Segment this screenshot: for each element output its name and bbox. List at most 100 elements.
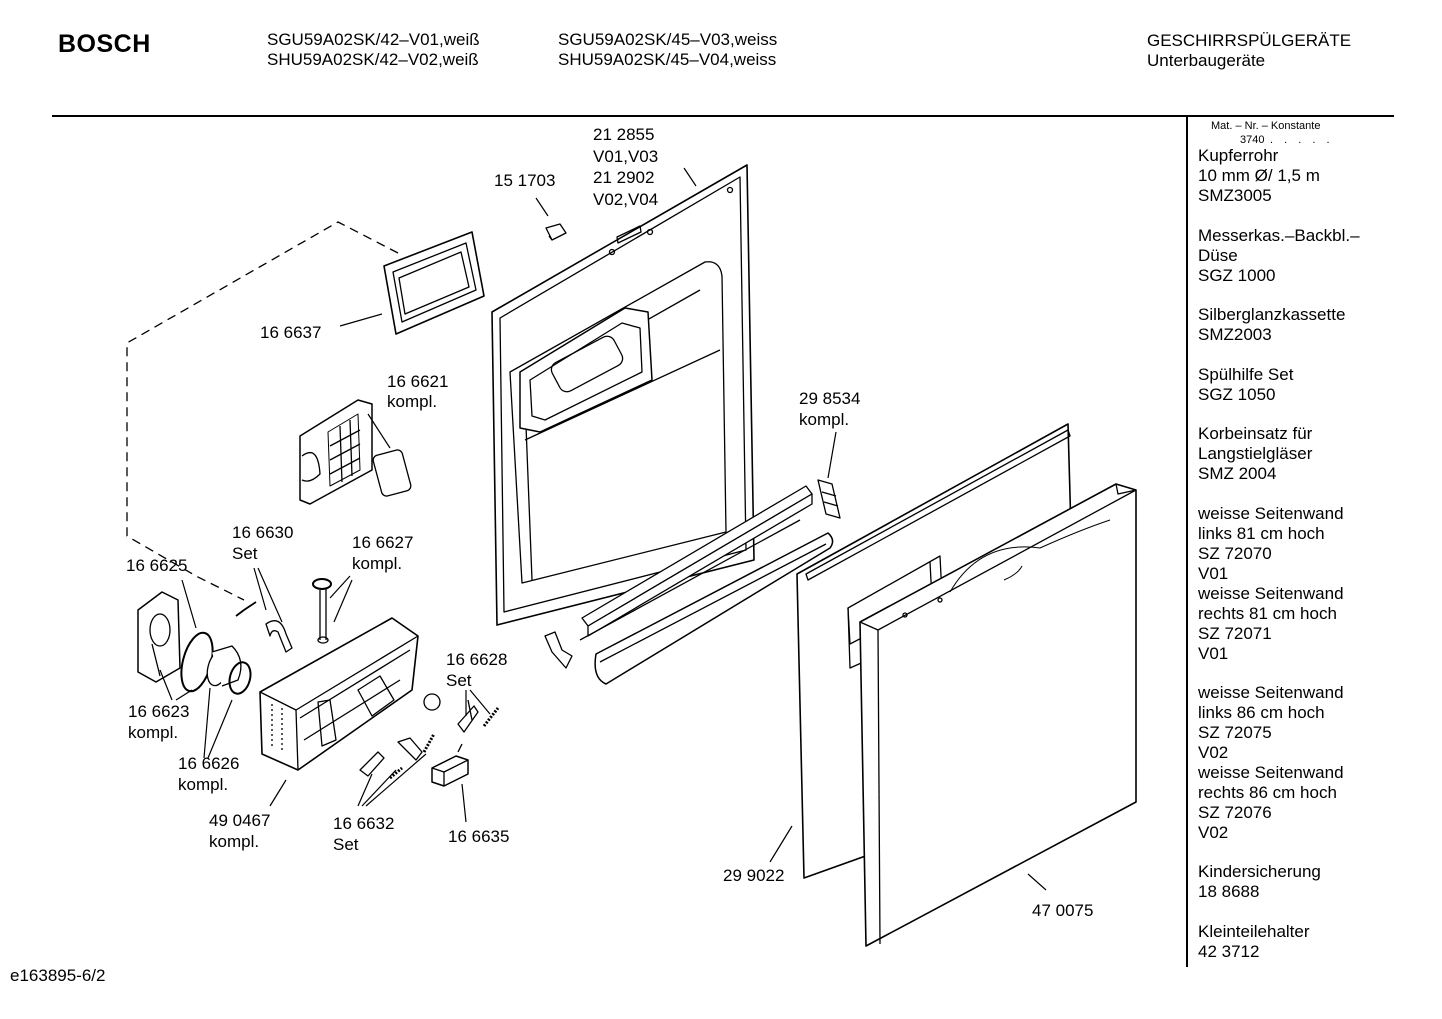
accessory-line: SMZ2003 (1198, 325, 1272, 344)
accessory-line: weisse Seitenwand (1198, 683, 1344, 702)
accessory-line: Langstielgläser (1198, 444, 1313, 463)
accessory-item: weisse Seitenwand links 81 cm hoch SZ 72… (1198, 504, 1344, 664)
svg-text:16 6632: 16 6632 (333, 814, 394, 833)
exploded-view-diagram: 21 2855 V01,V03 21 2902 V02,V04 15 1703 … (126, 125, 1137, 947)
lever-set (359, 733, 436, 780)
accessory-line: weisse Seitenwand (1198, 584, 1344, 603)
accessory-line: links 81 cm hoch (1198, 524, 1325, 543)
svg-text:V02,V04: V02,V04 (593, 190, 658, 209)
accessory-line: SMZ 2004 (1198, 464, 1277, 483)
accessory-line: V02 (1198, 743, 1229, 762)
clip-part (544, 631, 573, 669)
part-label-212855: 21 2855 V01,V03 21 2902 V02,V04 (593, 125, 658, 209)
accessory-line: V01 (1198, 644, 1229, 663)
accessory-line: SZ 72075 (1198, 723, 1272, 742)
accessory-line: SZ 72071 (1198, 624, 1272, 643)
part-label-166623: 16 6623 kompl. (128, 702, 189, 742)
part-label-151703: 15 1703 (494, 171, 555, 190)
mat-number: 3740 (1240, 134, 1265, 146)
accessory-line: 10 mm Ø/ 1,5 m (1198, 166, 1320, 185)
model-list-2: SGU59A02SK/45–V03,weiss SHU59A02SK/45–V0… (558, 30, 777, 70)
leader-lines (159, 167, 1047, 891)
accessory-line: V02 (1198, 823, 1229, 842)
accessory-line: rechts 81 cm hoch (1198, 604, 1337, 623)
part-label-166637: 16 6637 (260, 323, 321, 342)
svg-text:Set: Set (333, 835, 359, 854)
svg-text:Set: Set (232, 544, 258, 563)
part-label-166625: 16 6625 (126, 556, 187, 575)
svg-text:29 8534: 29 8534 (799, 389, 860, 408)
accessory-item: Messerkas.–Backbl.– Düse SGZ 1000 (1198, 226, 1360, 286)
screw (545, 223, 567, 241)
svg-text:16 6628: 16 6628 (446, 650, 507, 669)
bottom-profile-rail (579, 485, 834, 685)
accessory-line: Düse (1198, 246, 1238, 265)
model-line: SHU59A02SK/42–V02,weiß (267, 50, 479, 69)
svg-text:21 2902: 21 2902 (593, 168, 654, 187)
svg-text:kompl.: kompl. (799, 410, 849, 429)
part-label-166630: 16 6630 Set (232, 523, 293, 563)
svg-text:16 6627: 16 6627 (352, 533, 413, 552)
detergent-dispenser-panel (299, 399, 412, 505)
svg-text:kompl.: kompl. (352, 554, 402, 573)
part-label-166626: 16 6626 kompl. (178, 754, 239, 794)
accessory-line: Spülhilfe Set (1198, 365, 1294, 384)
sidebar-divider (1186, 117, 1188, 967)
mat-number-header: Mat. – Nr. – Konstante (1211, 120, 1321, 132)
latch-set (423, 693, 500, 733)
accessory-line: SGZ 1000 (1198, 266, 1276, 285)
accessory-line: weisse Seitenwand (1198, 504, 1344, 523)
accessory-line: SMZ3005 (1198, 186, 1272, 205)
model-line: SGU59A02SK/45–V03,weiss (558, 30, 778, 49)
accessory-line: Korbeinsatz für (1198, 424, 1313, 443)
accessory-line: 42 3712 (1198, 942, 1260, 961)
svg-text:kompl.: kompl. (387, 392, 437, 411)
accessory-line: SZ 72070 (1198, 544, 1272, 563)
svg-text:kompl.: kompl. (128, 723, 178, 742)
svg-text:16 6630: 16 6630 (232, 523, 293, 542)
part-label-166627: 16 6627 kompl. (352, 533, 413, 573)
header-divider (52, 115, 1394, 117)
category-title: GESCHIRRSPÜLGERÄTE (1147, 31, 1352, 50)
front-panel (859, 483, 1137, 947)
model-list-1: SGU59A02SK/42–V01,weiß SHU59A02SK/42–V02… (267, 30, 480, 70)
svg-text:49 0467: 49 0467 (209, 811, 270, 830)
spring-set (235, 601, 293, 653)
accessory-line: 18 8688 (1198, 882, 1260, 901)
svg-text:16 6623: 16 6623 (128, 702, 189, 721)
svg-text:kompl.: kompl. (178, 775, 228, 794)
svg-text:kompl.: kompl. (209, 832, 259, 851)
svg-text:16 6621: 16 6621 (387, 372, 448, 391)
accessory-line: Kupferrohr (1198, 146, 1279, 165)
accessory-item: weisse Seitenwand links 86 cm hoch SZ 72… (1198, 683, 1344, 843)
accessory-line: SZ 72076 (1198, 803, 1272, 822)
accessory-line: Silberglanzkassette (1198, 305, 1346, 324)
accessory-line: Kleinteilehalter (1198, 922, 1310, 941)
hinge-bracket (817, 479, 841, 519)
part-label-166635: 16 6635 (448, 827, 509, 846)
brand-logo: BOSCH (58, 30, 151, 58)
accessory-line: V01 (1198, 564, 1229, 583)
accessory-line: links 86 cm hoch (1198, 703, 1325, 722)
accessory-line: rechts 86 cm hoch (1198, 783, 1337, 802)
model-line: SHU59A02SK/45–V04,weiss (558, 50, 777, 69)
control-knob (137, 591, 181, 683)
inner-door-panel (491, 164, 755, 626)
part-label-166632: 16 6632 Set (333, 814, 394, 854)
part-label-470075: 47 0075 (1032, 901, 1093, 920)
part-label-490467: 49 0467 kompl. (209, 811, 270, 851)
accessory-line: Messerkas.–Backbl.– (1198, 226, 1360, 245)
spring-holder (206, 645, 252, 695)
accessory-line: weisse Seitenwand (1198, 763, 1344, 782)
part-label-299022: 29 9022 (723, 866, 784, 885)
svg-text:21 2855: 21 2855 (593, 125, 654, 144)
accessory-item: Spülhilfe Set SGZ 1050 (1198, 365, 1293, 405)
dispenser-housing (259, 617, 419, 771)
drawing-code: e163895-6/2 (10, 966, 106, 985)
svg-text:Set: Set (446, 671, 472, 690)
category-block: GESCHIRRSPÜLGERÄTE Unterbaugeräte (1147, 31, 1351, 71)
accessory-item: Kupferrohr 10 mm Ø/ 1,5 m SMZ3005 (1198, 146, 1320, 206)
accessory-line: Kindersicherung (1198, 862, 1321, 881)
part-label-298534: 29 8534 kompl. (799, 389, 860, 429)
micro-switch (431, 743, 469, 787)
